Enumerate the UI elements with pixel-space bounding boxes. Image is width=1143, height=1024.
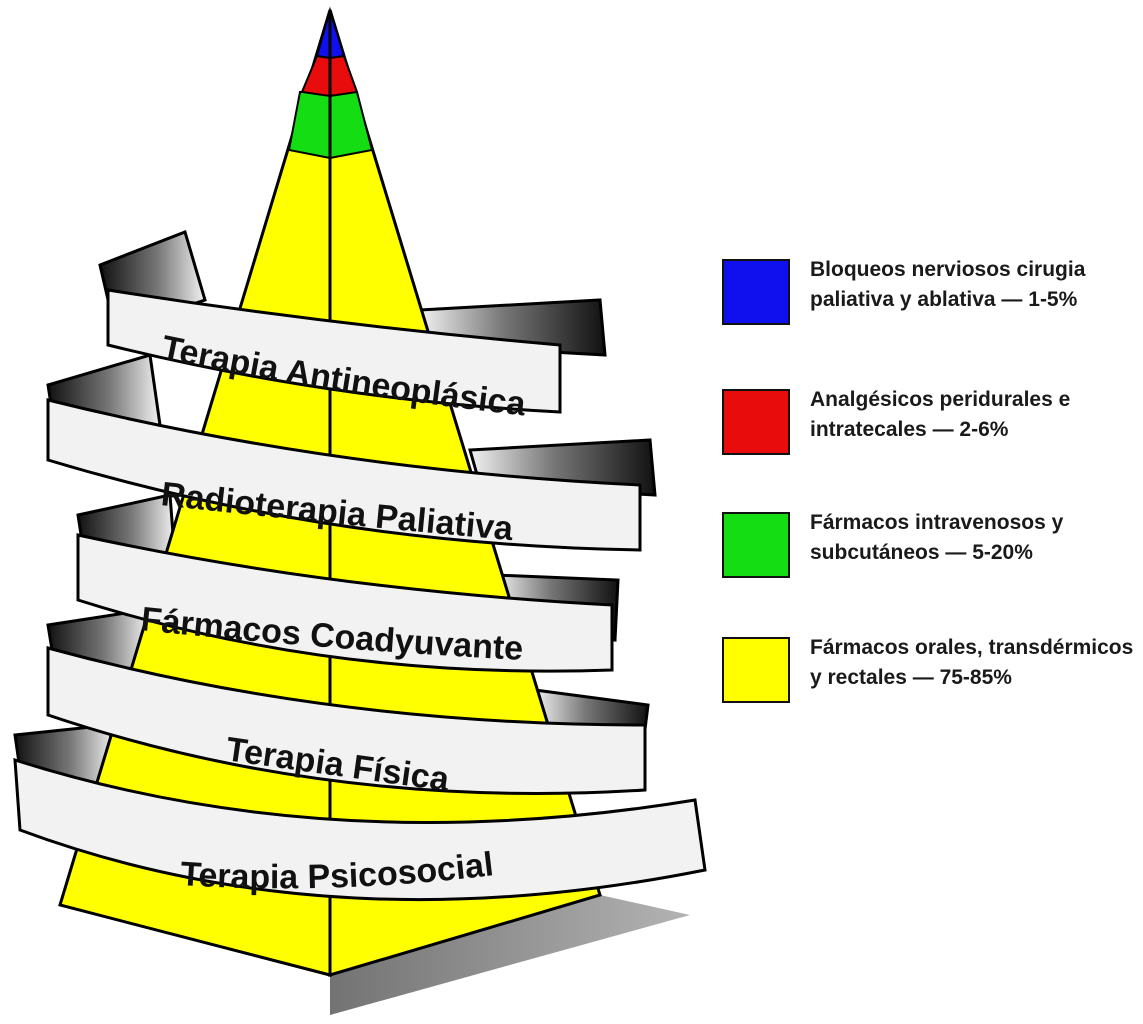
legend-text-yellow: Fármacos orales, transdérmicos y rectale… — [810, 633, 1143, 693]
legend-item-green: Fármacos intravenosos y subcutáneos — 5-… — [722, 508, 1143, 598]
legend-text-blue: Bloqueos nerviosos cirugia paliativa y a… — [810, 255, 1143, 315]
legend-item-blue: Bloqueos nerviosos cirugia paliativa y a… — [722, 255, 1143, 345]
legend-swatch-green — [722, 512, 790, 578]
legend-item-yellow: Fármacos orales, transdérmicos y rectale… — [722, 633, 1143, 723]
legend-swatch-blue — [722, 259, 790, 325]
legend-text-red: Analgésicos peridurales e intratecales —… — [810, 385, 1143, 445]
legend-text-green: Fármacos intravenosos y subcutáneos — 5-… — [810, 508, 1143, 568]
legend-swatch-red — [722, 389, 790, 455]
legend-swatch-yellow — [722, 637, 790, 703]
legend-item-red: Analgésicos peridurales e intratecales —… — [722, 385, 1143, 475]
